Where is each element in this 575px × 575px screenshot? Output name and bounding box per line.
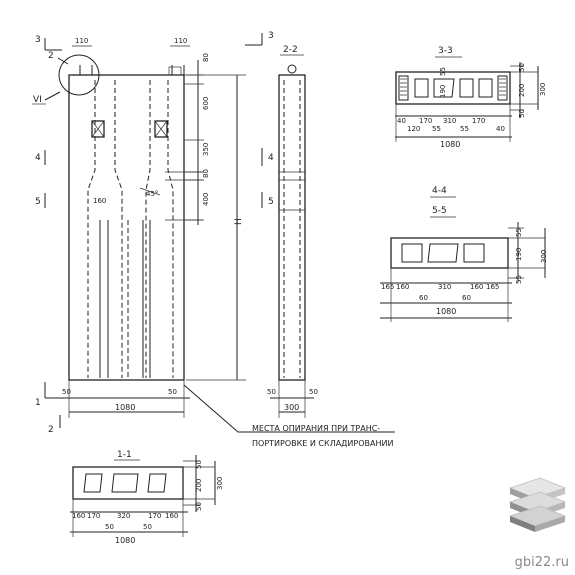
dim-400: 400 [202,193,210,206]
s33-b-170b: 170 [472,117,485,125]
node-label: VI [33,95,42,105]
cut-4-right: 4 [268,153,274,163]
s11-b-50a: 50 [105,523,114,531]
cut-5-left: 5 [35,197,41,207]
s45-b-165b: 165 [486,283,499,291]
s11-b-50b: 50 [143,523,152,531]
cut-3-right: 3 [268,31,274,41]
s33-b-310: 310 [443,117,456,125]
s33-dim-190: 190 [439,85,447,98]
s33-b-1080: 1080 [440,140,460,149]
s33-dim-200: 200 [518,84,526,97]
dim-350: 350 [202,143,210,156]
s33-b-55b: 55 [460,125,469,133]
section-4-4-title: 4-4 [432,186,447,196]
note-line-2: ПОРТИРОВКЕ И СКЛАДИРОВАНИИ [252,439,393,448]
s45-b-310: 310 [438,283,451,291]
s33-dim-55: 55 [439,67,447,76]
s11-dim-50: 50 [195,460,203,469]
s45-b-1080: 1080 [436,307,456,316]
s11-dim-50b: 50 [195,502,203,511]
dim-1080-elev: 1080 [115,403,135,412]
s33-b-120: 120 [407,125,420,133]
dim-80-mid: 80 [202,169,210,178]
s11-b-1080: 1080 [115,536,135,545]
s45-dim-300: 300 [540,250,548,263]
s45-b-165a: 165 [381,283,394,291]
cut-3-left: 3 [35,35,41,45]
cut-4-left: 4 [35,153,41,163]
dim-110-left: 110 [75,37,88,45]
dim-50-left: 50 [62,388,71,396]
s45-b-160a: 160 [396,283,409,291]
cut-marks: 3 3 2 4 4 5 5 1 2 VI [32,31,274,435]
section-4-4-5-5 [380,222,546,322]
dim-600: 600 [202,97,210,110]
s11-b-170b: 170 [148,512,161,520]
section-5-5-title: 5-5 [432,206,447,216]
s11-b-160b: 160 [165,512,178,520]
s45-dim-190: 190 [515,248,523,261]
cut-1: 1 [35,398,41,408]
section-3-3-title: 3-3 [438,46,453,56]
s11-dim-300: 300 [216,477,224,490]
s33-b-40b: 40 [496,125,505,133]
s45-b-160b: 160 [470,283,483,291]
s33-b-55a: 55 [432,125,441,133]
dim-50-right: 50 [168,388,177,396]
side-dim-300: 300 [284,403,299,412]
section-1-1-title: 1-1 [117,450,132,460]
s45-b-60b: 60 [462,294,471,302]
dim-110-right: 110 [174,37,187,45]
stacked-slabs-logo-icon [508,477,567,532]
cut-5-right: 5 [268,197,274,207]
section-3-3 [395,62,539,142]
s33-b-40a: 40 [397,117,406,125]
s33-dim-50b: 50 [518,109,526,118]
side-view-2-2 [270,64,314,418]
panel-elevation [44,54,246,418]
cut-2-bottom: 2 [48,425,54,435]
s11-b-170a: 170 [87,512,100,520]
section-2-2-title: 2-2 [283,45,298,55]
side-dim-50-left: 50 [267,388,276,396]
note-line-1: МЕСТА ОПИРАНИЯ ПРИ ТРАНС- [252,424,380,433]
dim-H: H [234,218,244,225]
s45-dim-55b: 55 [515,275,523,284]
s11-b-160a: 160 [72,512,85,520]
cut-2-top: 2 [48,51,54,61]
s45-b-60a: 60 [419,294,428,302]
s11-dim-200: 200 [195,479,203,492]
s11-b-320: 320 [117,512,130,520]
side-dim-50-right: 50 [309,388,318,396]
dim-160: 160 [93,197,106,205]
watermark-text: gbi22.ru [514,555,569,570]
s33-b-170a: 170 [419,117,432,125]
s33-dim-300: 300 [539,83,547,96]
dim-45-deg: 45° [146,190,158,198]
dim-80-top: 80 [202,53,210,62]
s33-dim-50: 50 [518,63,526,72]
s45-dim-55: 55 [515,228,523,237]
section-1-1 [70,455,216,537]
